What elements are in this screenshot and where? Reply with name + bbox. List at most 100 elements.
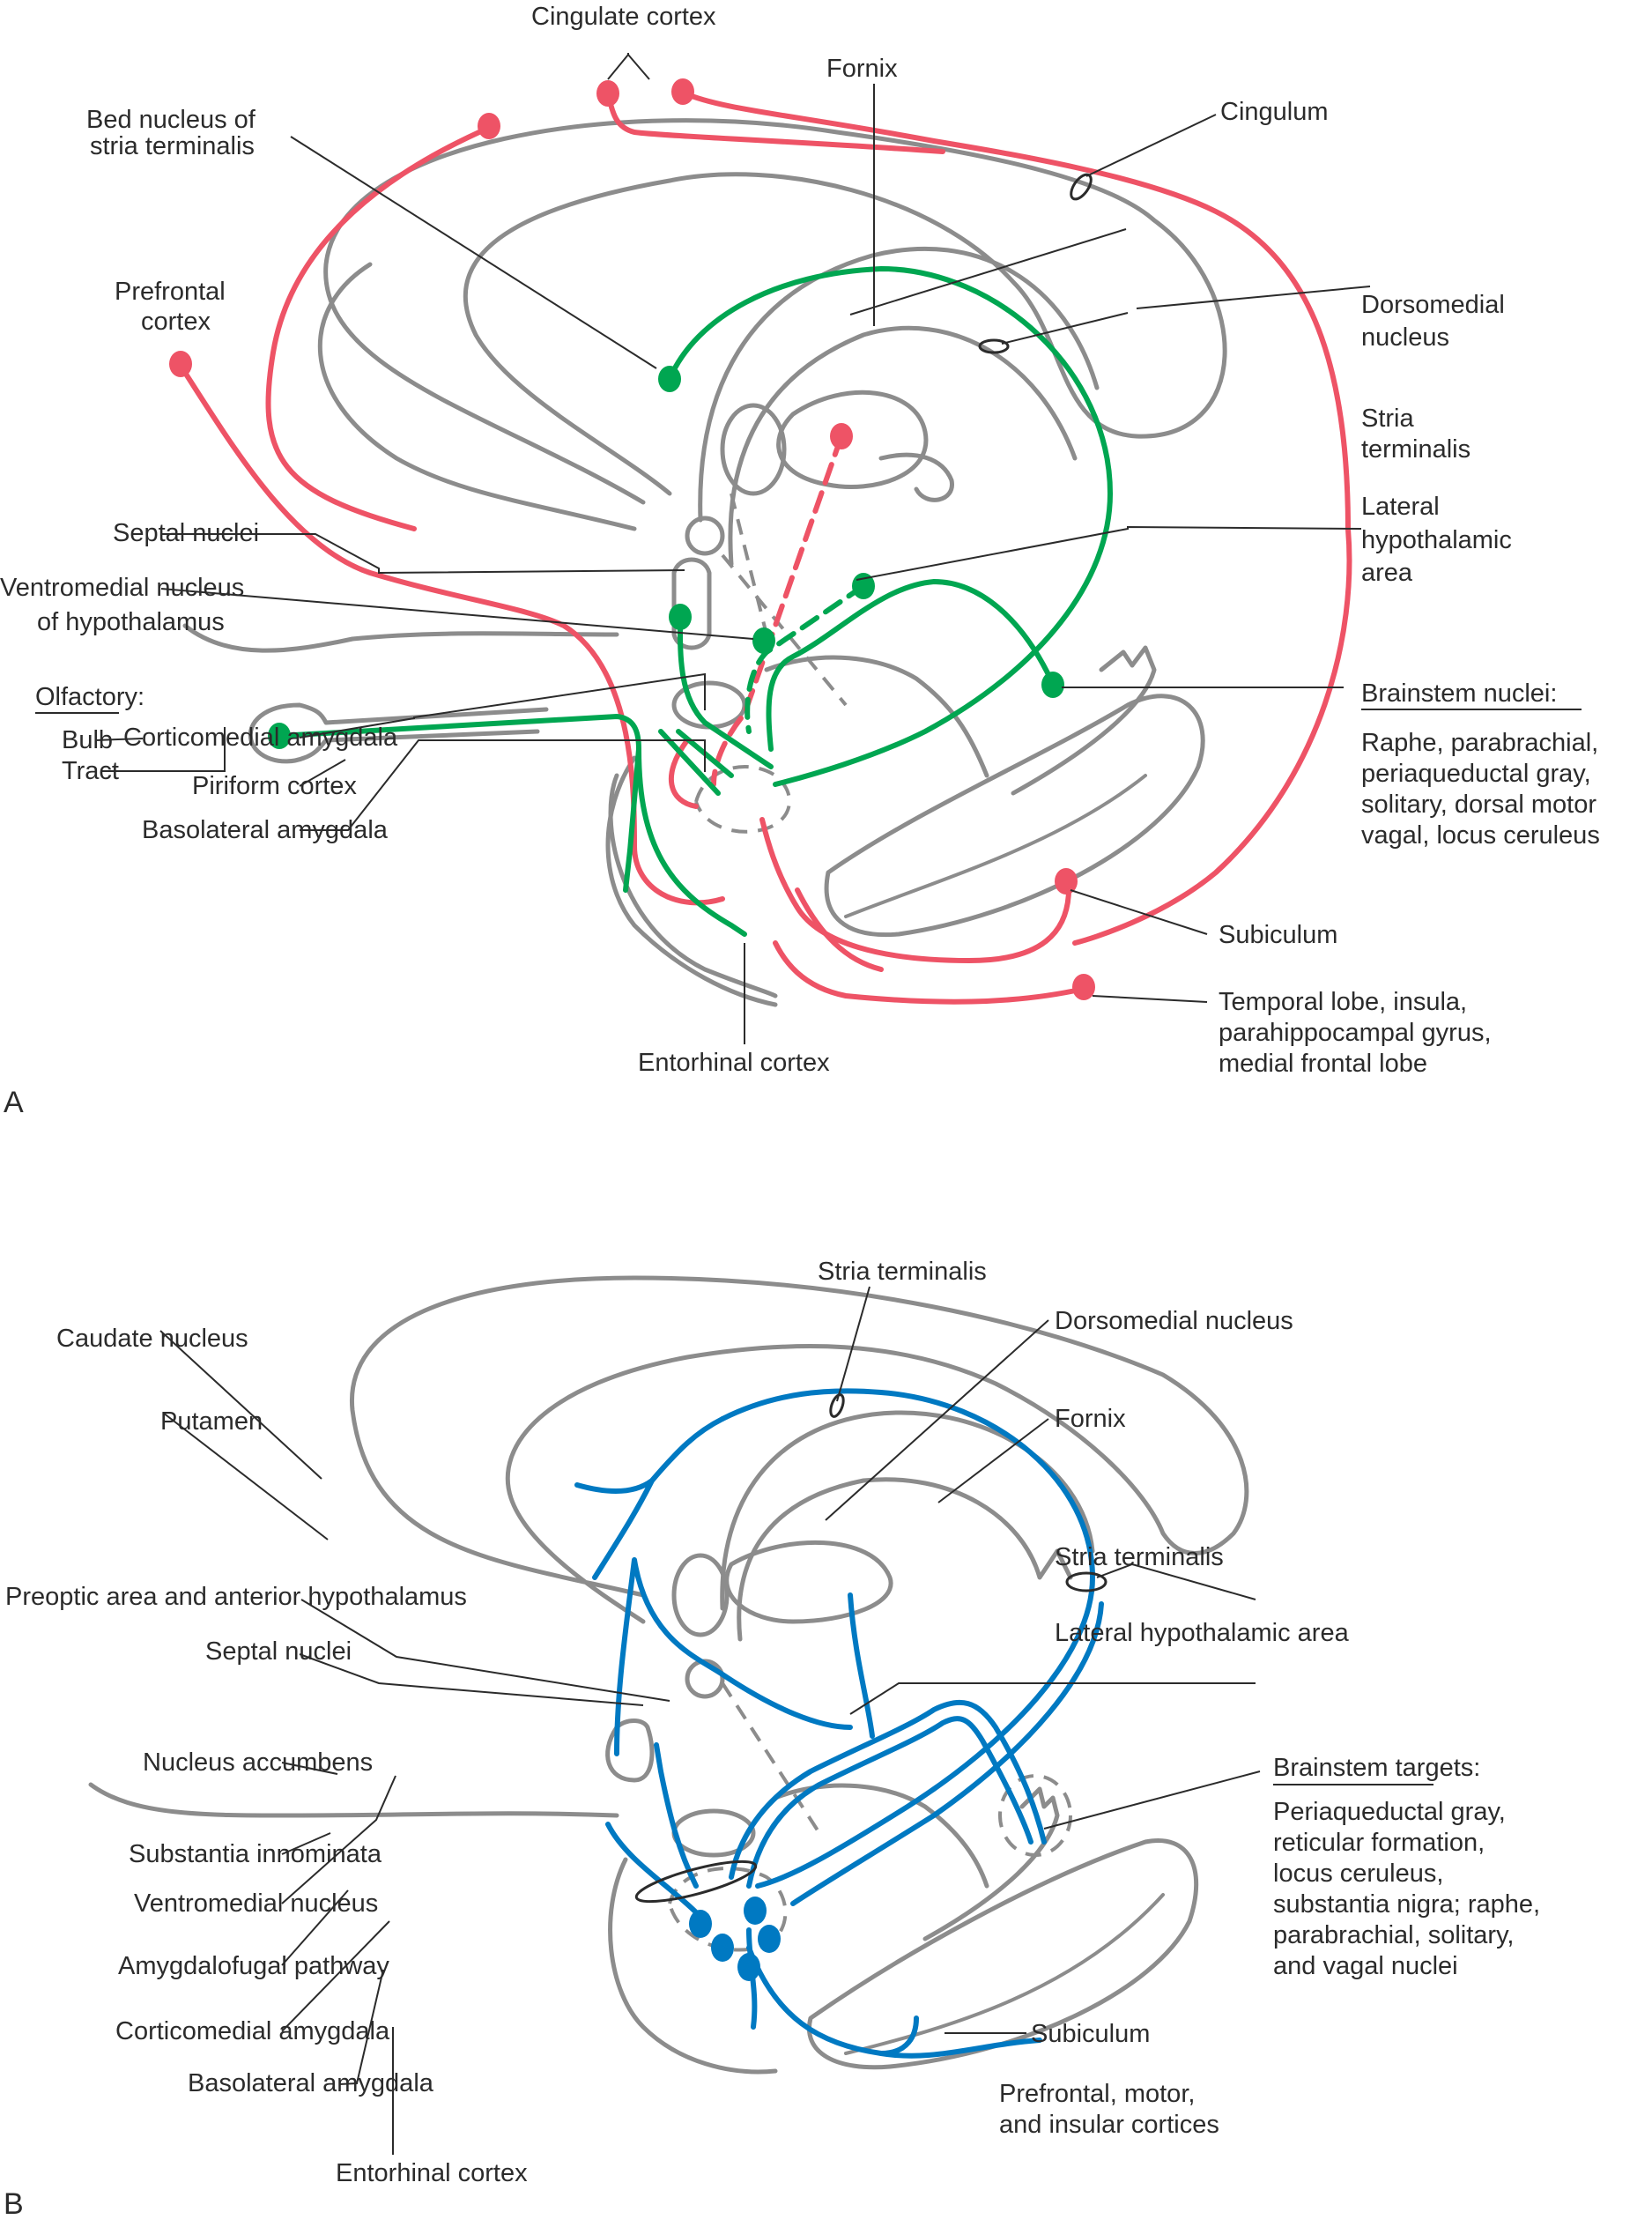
hippocampus-outline (824, 694, 1205, 938)
septal-round-structure (685, 516, 725, 556)
amygdala-blue-soma (711, 1934, 734, 1962)
label-dorsomedial-line1: Dorsomedial (1361, 291, 1505, 319)
label-ventromedial-line2: of hypothalamus (37, 608, 225, 636)
leader-ventromedial (160, 588, 754, 640)
label-bed-nucleus-line1: Bed nucleus of (86, 106, 256, 134)
olfactory-bulb-outline (248, 702, 549, 764)
label-lateral-hypo-line1: Lateral (1361, 493, 1440, 521)
label-corticomedial: Corticomedial amygdala (115, 2017, 390, 2045)
corpus-callosum-outline (317, 262, 637, 531)
leader-amygdalofugal (281, 1889, 349, 1966)
leader-dorsomedial (849, 228, 1127, 315)
label-putamen: Putamen (160, 1407, 263, 1436)
leader-cingulum (1085, 114, 1217, 177)
temporal-lobe-outline (608, 1857, 778, 2075)
label-temporal-item: medial frontal lobe (1219, 1050, 1427, 1078)
label-corticomedial: Corticomedial amygdala (123, 724, 398, 752)
leader-stria-top (836, 1286, 870, 1402)
label-prefrontal-line1: Prefrontal (115, 278, 226, 306)
fornix-outline (698, 246, 1100, 523)
panel-a-green-pathways (277, 266, 1113, 937)
cingulate-pathway-1 (605, 90, 945, 154)
septal-preoptic-pathway (614, 1557, 853, 1756)
label-brainstem-item: and vagal nuclei (1273, 1952, 1458, 1980)
leader-basolateral (300, 739, 706, 831)
leader-ventromedial (281, 1775, 396, 1904)
cingulum-ring (1070, 173, 1093, 201)
label-entorhinal: Entorhinal cortex (638, 1049, 830, 1077)
panel-b-blue-pathways (574, 1388, 1104, 2059)
leader-corticomedial (299, 672, 706, 739)
panel-b-labels: Stria terminalis Caudate nucleus Dorsome… (4, 1258, 1540, 2221)
label-cortices-line1: Prefrontal, motor, (999, 2080, 1195, 2108)
panel-b: Stria terminalis Caudate nucleus Dorsome… (4, 1258, 1540, 2221)
leader-accumbens (281, 1762, 338, 1775)
leader-putamen (162, 1412, 329, 1540)
label-accumbens: Nucleus accumbens (143, 1748, 373, 1777)
stria-terminalis-ring (978, 338, 1010, 354)
panel-a-letter: A (4, 1086, 24, 1119)
label-stria-right: Stria terminalis (1055, 1543, 1224, 1571)
dashed-pathway-outline-2 (730, 493, 768, 635)
amygdala-blue-soma (689, 1910, 712, 1938)
leader-bulb (94, 738, 144, 741)
stria-top-ring (829, 1393, 845, 1418)
label-temporal-item: parahippocampal gyrus, (1219, 1019, 1492, 1047)
fornix-inner-outline (728, 325, 1078, 567)
cerebellum-jagged-outline (922, 1786, 1060, 1941)
leader-innominata (281, 1832, 331, 1855)
label-brainstem-item: periaqueductal gray, (1361, 760, 1591, 788)
label-cingulum: Cingulum (1220, 98, 1329, 126)
label-subiculum: Subiculum (1031, 2020, 1150, 2048)
stria-right-ring (1065, 1571, 1108, 1592)
prefrontal-red-soma (169, 351, 192, 377)
cingulate-pathway-2 (680, 90, 1352, 946)
temporal-lobe-pathway-1 (773, 940, 1086, 1005)
subiculum-blue-branch (878, 2015, 919, 2056)
hippocampus-outline (807, 1838, 1199, 2070)
leader-lateral-hypothalamic (856, 525, 1362, 581)
lateral-hypo-double-pathway-2 (746, 1716, 1033, 1889)
panel-b-cell-bodies (689, 1897, 781, 1981)
label-temporal-item: Temporal lobe, insula, (1219, 988, 1467, 1016)
label-stria-line2: terminalis (1361, 435, 1471, 464)
thalamus-outline (724, 1540, 893, 1624)
label-ventromedial-line1: Ventromedial nucleus (0, 574, 244, 602)
label-piriform: Piriform cortex (192, 772, 357, 800)
label-caudate: Caudate nucleus (56, 1325, 248, 1353)
leader-stria-terminalis (1001, 286, 1371, 345)
orbital-surface-outline (88, 1782, 619, 1818)
brainstem-green-soma (1041, 672, 1064, 698)
label-brainstem-item: Raphe, parabrachial, (1361, 729, 1598, 757)
orbital-surface-outline (182, 623, 619, 653)
label-basolateral: Basolateral amygdala (188, 2069, 434, 2097)
subiculum-red-soma (1055, 868, 1078, 895)
label-brainstem-heading: Brainstem targets: (1273, 1754, 1480, 1782)
leader-tract (101, 727, 226, 772)
leader-fornix (937, 1418, 1049, 1503)
panel-a-red-pathways (178, 90, 1352, 1005)
accumbens-pathway (654, 1742, 699, 1889)
fornix-inner-outline (737, 1477, 1073, 1642)
dorsomedial-dashed-pathway (711, 434, 844, 787)
panel-a-leader-lines (35, 53, 1582, 1044)
temporal-lobe-pathway-2 (795, 887, 884, 972)
label-brainstem-item: substantia nigra; raphe, (1273, 1890, 1540, 1919)
leader-temporal (1092, 995, 1208, 1003)
label-prefrontal-line2: cortex (141, 308, 211, 336)
panel-b-letter: B (4, 2187, 24, 2221)
dashed-pathway-outline (721, 553, 848, 707)
label-brainstem-item: locus ceruleus, (1273, 1860, 1443, 1888)
leader-basolateral (338, 1969, 384, 2085)
olfactory-bulb-green-soma (268, 723, 291, 749)
leader-corticomedial (281, 1920, 390, 2032)
label-stria-top: Stria terminalis (818, 1258, 987, 1286)
label-brainstem-item: Periaqueductal gray, (1273, 1798, 1506, 1826)
amygdalofugal-ring (634, 1860, 758, 1904)
dorsomedial-red-soma (830, 423, 853, 449)
innominata-pathway (605, 1822, 699, 1915)
caudate-putamen-pathway (574, 1416, 725, 1580)
label-brainstem-heading: Brainstem nuclei: (1361, 679, 1557, 708)
label-lateral-hypo: Lateral hypothalamic area (1055, 1619, 1350, 1647)
